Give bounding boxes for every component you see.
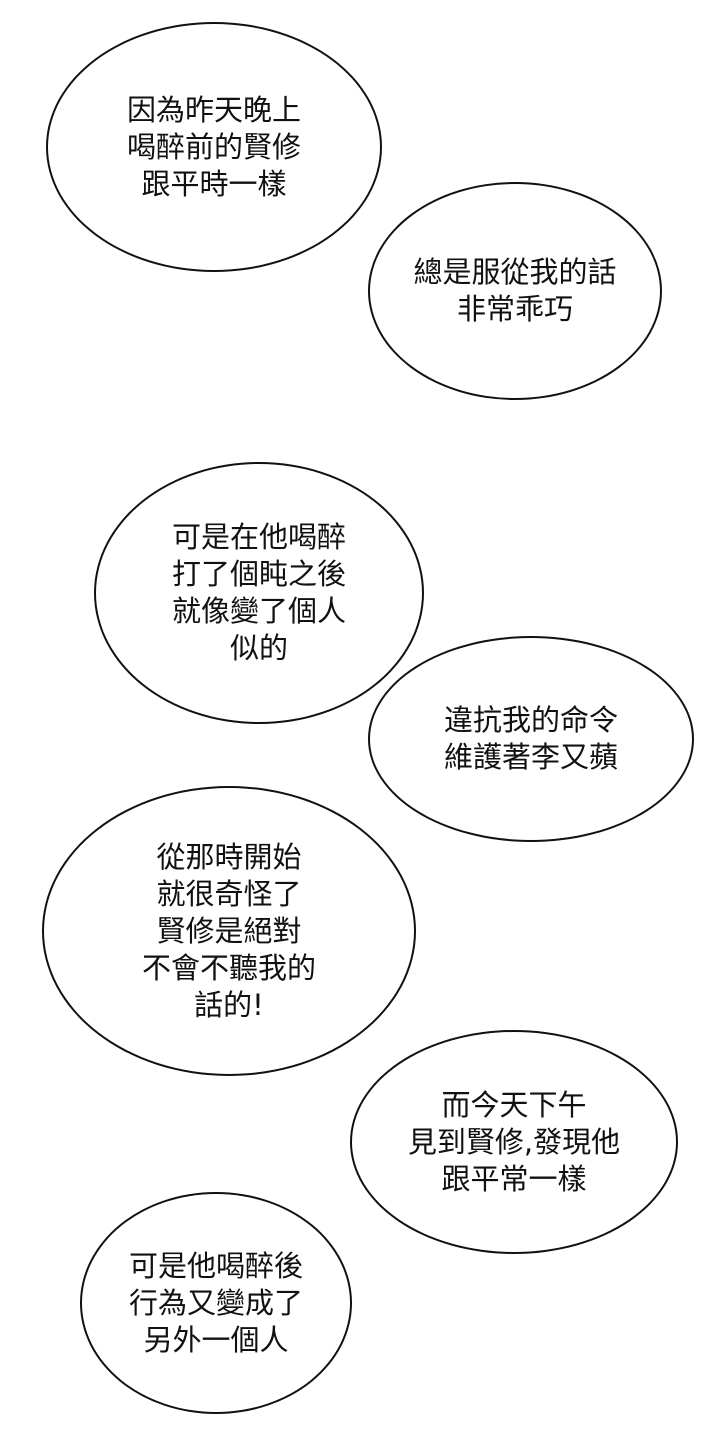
speech-bubble-6: 而今天下午 見到賢修,發現他 跟平常一樣 [350,1030,678,1254]
speech-bubble-4: 違抗我的命令 維護著李又蘋 [368,636,694,842]
speech-bubble-7: 可是他喝醉後 行為又變成了 另外一個人 [80,1192,352,1414]
speech-bubble-3: 可是在他喝醉 打了個盹之後 就像變了個人 似的 [94,462,424,724]
bubble-text: 可是他喝醉後 行為又變成了 另外一個人 [128,1248,303,1357]
bubble-text: 因為昨天晚上 喝醉前的賢修 跟平時一樣 [126,92,301,201]
bubble-text: 從那時開始 就很奇怪了 賢修是絕對 不會不聽我的 話的! [141,839,316,1022]
bubble-text: 可是在他喝醉 打了個盹之後 就像變了個人 似的 [171,520,346,665]
speech-bubble-2: 總是服從我的話 非常乖巧 [368,182,662,400]
bubble-text: 總是服從我的話 非常乖巧 [413,255,617,326]
speech-bubble-1: 因為昨天晚上 喝醉前的賢修 跟平時一樣 [46,22,382,272]
bubble-text: 而今天下午 見到賢修,發現他 跟平常一樣 [407,1087,621,1196]
bubble-text: 違抗我的命令 維護著李又蘋 [443,703,618,774]
speech-bubble-5: 從那時開始 就很奇怪了 賢修是絕對 不會不聽我的 話的! [42,786,416,1076]
